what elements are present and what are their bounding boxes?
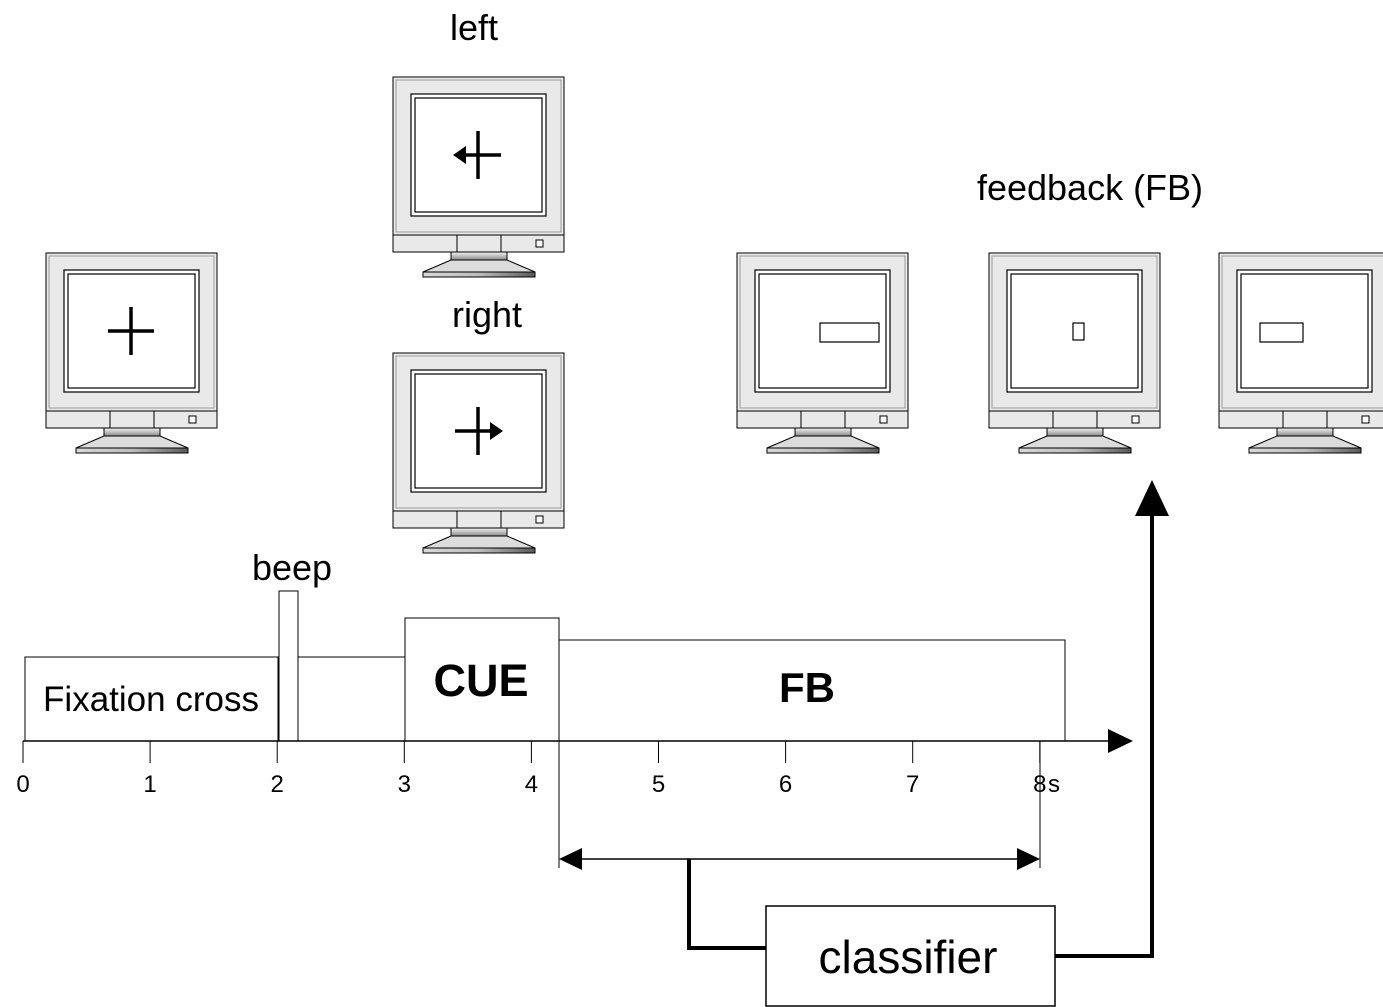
fb-label: FB — [779, 664, 835, 711]
fixation-box — [24, 656, 279, 742]
classifier-box — [765, 905, 1056, 1007]
tick-label-0: 0 — [16, 771, 29, 798]
fixation-label: Fixation cross — [43, 680, 259, 719]
monitor-cue_right — [392, 352, 565, 554]
power-button-icon — [188, 415, 197, 424]
monitor-feedback_1 — [736, 252, 909, 454]
cue-box — [404, 617, 560, 742]
tick-label-3: 3 — [398, 771, 411, 798]
cue-label: CUE — [433, 655, 528, 706]
screen-symbol-bar-left — [1259, 322, 1304, 343]
label-left: left — [450, 7, 498, 48]
window-arrow-right — [1017, 848, 1040, 870]
tick-label-4: 4 — [525, 771, 538, 798]
pre-cue-box — [297, 656, 406, 742]
power-button-icon — [535, 239, 544, 248]
tick-label-2: 2 — [271, 771, 284, 798]
classifier-label: classifier — [819, 931, 998, 983]
tick-label-5: 5 — [652, 771, 665, 798]
label-beep: beep — [252, 547, 332, 588]
fb-box — [558, 639, 1066, 742]
screen-symbol-bar-right — [819, 322, 880, 343]
tick-label-7: 7 — [906, 771, 919, 798]
monitor-feedback_2 — [988, 252, 1161, 454]
tick-label-6: 6 — [779, 771, 792, 798]
power-button-icon — [535, 515, 544, 524]
monitor-cue_left — [392, 76, 565, 278]
tick-label-1: 1 — [143, 771, 156, 798]
monitor-fixation — [45, 252, 218, 454]
screen-symbol-bar-center — [1072, 322, 1085, 341]
screen-symbol-cross-arrow-left — [453, 131, 501, 179]
monitor-feedback_3 — [1218, 252, 1383, 454]
label-feedback: feedback (FB) — [977, 167, 1203, 208]
beep-box — [278, 590, 299, 742]
classifier-to-feedback-connector — [1055, 514, 1154, 958]
axis-unit: s — [1048, 771, 1060, 798]
window-arrow-left — [559, 848, 582, 870]
monitor-screen — [1236, 269, 1373, 393]
power-button-icon — [1131, 415, 1140, 424]
window-to-classifier-connector — [687, 859, 766, 950]
label-right: right — [452, 294, 522, 335]
screen-symbol-cross — [108, 307, 154, 355]
time-axis-arrowhead — [1108, 729, 1133, 753]
feedback-arrowhead — [1135, 480, 1169, 516]
screen-symbol-cross-arrow-right — [455, 407, 503, 455]
power-button-icon — [879, 415, 888, 424]
power-button-icon — [1361, 415, 1370, 424]
